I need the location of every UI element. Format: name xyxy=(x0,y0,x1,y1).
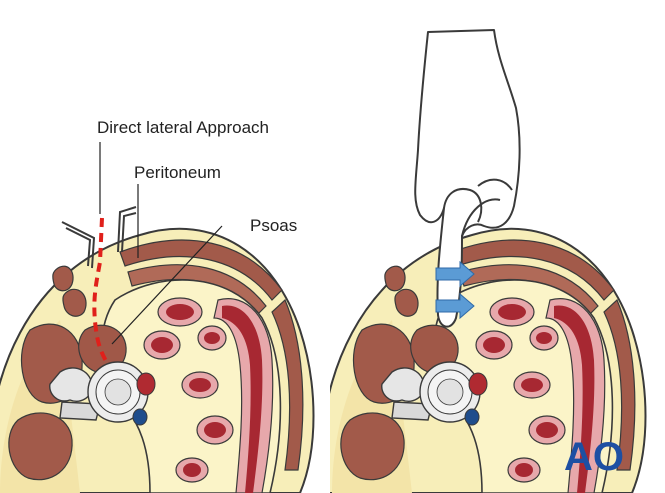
label-peritoneum: Peritoneum xyxy=(134,163,221,182)
ao-logo: AO xyxy=(564,435,624,479)
label-psoas: Psoas xyxy=(250,216,297,235)
gloved-hand-icon xyxy=(414,29,521,328)
label-direct-lateral-approach: Direct lateral Approach xyxy=(97,118,269,137)
approach-path xyxy=(92,217,110,366)
left-panel xyxy=(0,227,315,493)
arrow-right-icon xyxy=(435,260,475,320)
retractor-icon xyxy=(61,206,137,269)
leader-lines xyxy=(99,142,223,345)
